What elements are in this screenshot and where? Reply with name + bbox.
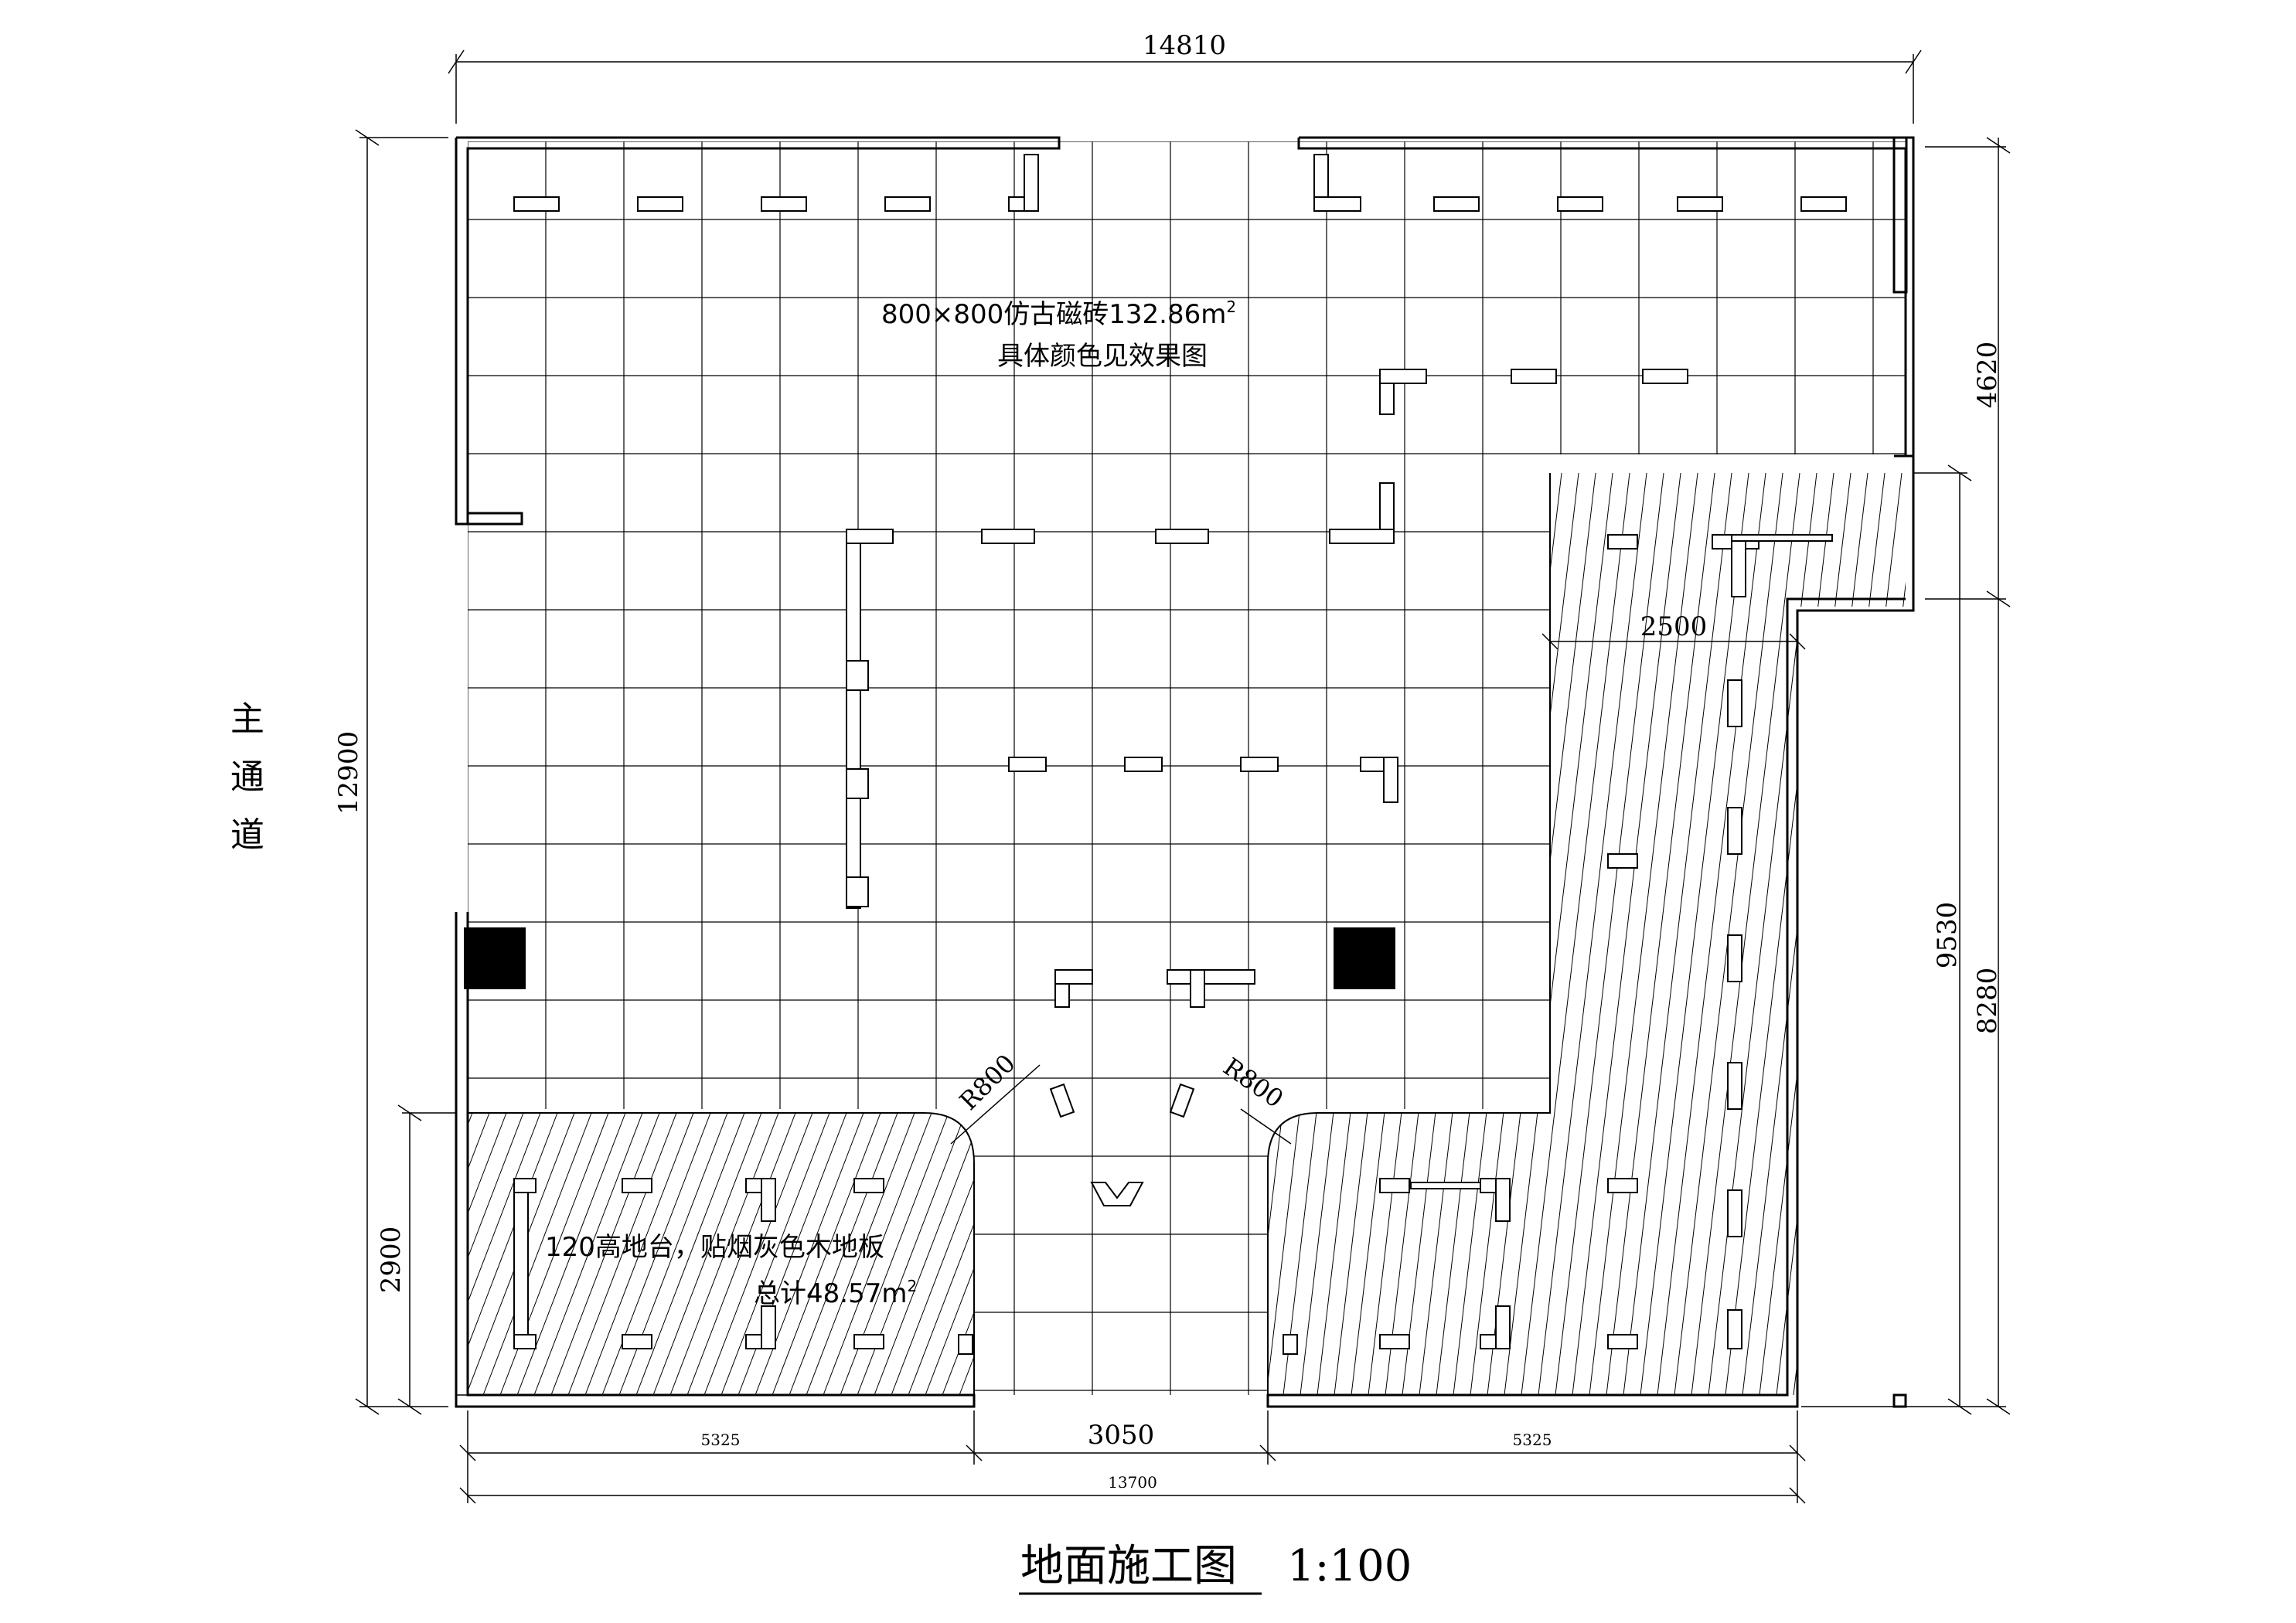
wood-hatch-line: [482, 1113, 592, 1395]
wood-hatch-line: [550, 1113, 660, 1395]
wood-hatch-line: [703, 1113, 813, 1395]
wood-hatch-line: [1402, 473, 1511, 1395]
dim-right-upper: 4620: [1972, 342, 2003, 409]
wood-hatch-line: [468, 1113, 507, 1395]
wood-hatch-line: [925, 1113, 974, 1395]
wood-platform-right: [1267, 473, 1551, 1395]
wood-hatch-line: [823, 1113, 932, 1395]
dim-left-total: 12900: [333, 731, 364, 815]
wood-hatch-line: [468, 1113, 524, 1395]
wood-hatch-line: [1010, 1113, 1119, 1395]
wood-hatch-line: [1487, 473, 1596, 1395]
walls: [455, 136, 1915, 1408]
wood-hatch-line: [601, 1113, 711, 1395]
wood-hatch-line: [891, 1113, 974, 1395]
dim-right-total: 9530: [1932, 902, 1963, 969]
side-label-char-3: 道: [230, 815, 264, 855]
drawing-scale: 1:100: [1287, 1541, 1412, 1591]
wood-hatch-line: [789, 1113, 898, 1395]
wood-hatch-line: [1113, 473, 1221, 1395]
wood-hatch-line: [1504, 473, 1613, 1395]
wood-hatch-line: [1589, 473, 1698, 1395]
wood-note-line1: 120高地台，贴烟灰色木地板: [545, 1232, 884, 1263]
side-label-char-1: 主: [230, 699, 264, 739]
wood-hatch-line: [772, 1113, 881, 1395]
structural-column-left: [464, 927, 526, 989]
wood-hatch-line: [1268, 473, 1324, 1395]
wood-hatch-line: [1913, 473, 2021, 1395]
wood-hatch-line: [720, 1113, 830, 1395]
wood-hatch-line: [1268, 473, 1290, 1395]
wood-hatch-line: [635, 1113, 745, 1395]
wood-hatch-line: [652, 1113, 762, 1395]
wood-hatch-line: [1521, 473, 1630, 1395]
wood-hatch-line: [567, 1113, 677, 1395]
wood-hatch-line: [584, 1113, 694, 1395]
wood-hatch-line: [1268, 473, 1307, 1395]
dim-bottom-left: 5325: [701, 1431, 741, 1449]
wood-hatch-line: [1623, 473, 1732, 1395]
dim-right-lower: 8280: [1972, 968, 2003, 1035]
wood-hatch-line: [1130, 473, 1238, 1395]
radius-leader-right: [1240, 1108, 1292, 1145]
dim-bottom-mid: 3050: [1088, 1420, 1155, 1451]
wood-hatch-line: [468, 1113, 558, 1395]
structural-column-right: [1334, 927, 1395, 989]
wood-note-line2: 总计48.57m2: [754, 1277, 917, 1309]
dim-top: 14810: [1143, 30, 1226, 61]
wood-hatch-line: [1657, 473, 1766, 1395]
wood-hatch-line: [908, 1113, 974, 1395]
wood-hatch-line: [806, 1113, 915, 1395]
dim-left-platform: 2900: [376, 1227, 407, 1294]
wood-platform-left: [468, 1112, 975, 1395]
wood-hatch-line: [1606, 473, 1715, 1395]
drawing-title: 地面施工图: [1020, 1541, 1237, 1591]
dim-bottom-total: 13700: [1108, 1473, 1157, 1492]
wood-hatch-line: [1674, 473, 1783, 1395]
tile-note-line1: 800×800仿古磁砖132.86m2: [881, 298, 1236, 330]
radius-label-left: R800: [954, 1049, 1021, 1116]
wood-hatch-line: [1385, 473, 1494, 1395]
wood-hatch-line: [1436, 473, 1545, 1395]
wood-hatch-line: [1453, 473, 1562, 1395]
wood-hatch-line: [686, 1113, 796, 1395]
dim-inner-width: 2500: [1640, 611, 1708, 642]
wood-hatch-line: [1555, 473, 1664, 1395]
wood-hatch-line: [1572, 473, 1681, 1395]
wood-hatch-line: [1470, 473, 1579, 1395]
tile-note-line2: 具体颜色见效果图: [997, 341, 1208, 372]
radius-label-right: R800: [1218, 1052, 1289, 1114]
wood-hatch-line: [1640, 473, 1749, 1395]
wood-hatch-line: [1419, 473, 1528, 1395]
wood-hatch-line: [1691, 473, 1800, 1395]
wood-hatch-line: [468, 1113, 490, 1395]
wood-hatch-line: [1147, 473, 1255, 1395]
radius-leader-left: [950, 1064, 1041, 1145]
wood-hatch-line: [993, 1113, 1102, 1395]
wood-hatch-line: [976, 1113, 1085, 1395]
dimension-lines: [355, 49, 2011, 1504]
wood-hatch-line: [468, 1113, 541, 1395]
wood-hatch-line: [874, 1113, 974, 1395]
side-label-char-2: 通: [230, 757, 264, 797]
wood-hatch-line: [959, 1113, 974, 1395]
dim-bottom-right: 5325: [1513, 1431, 1552, 1449]
wood-hatch-line: [669, 1113, 779, 1395]
wood-hatch-line: [1538, 473, 1647, 1395]
wood-hatch-line: [533, 1113, 643, 1395]
display-fixtures: [513, 154, 1847, 1355]
wood-hatch-line: [1268, 473, 1273, 1395]
